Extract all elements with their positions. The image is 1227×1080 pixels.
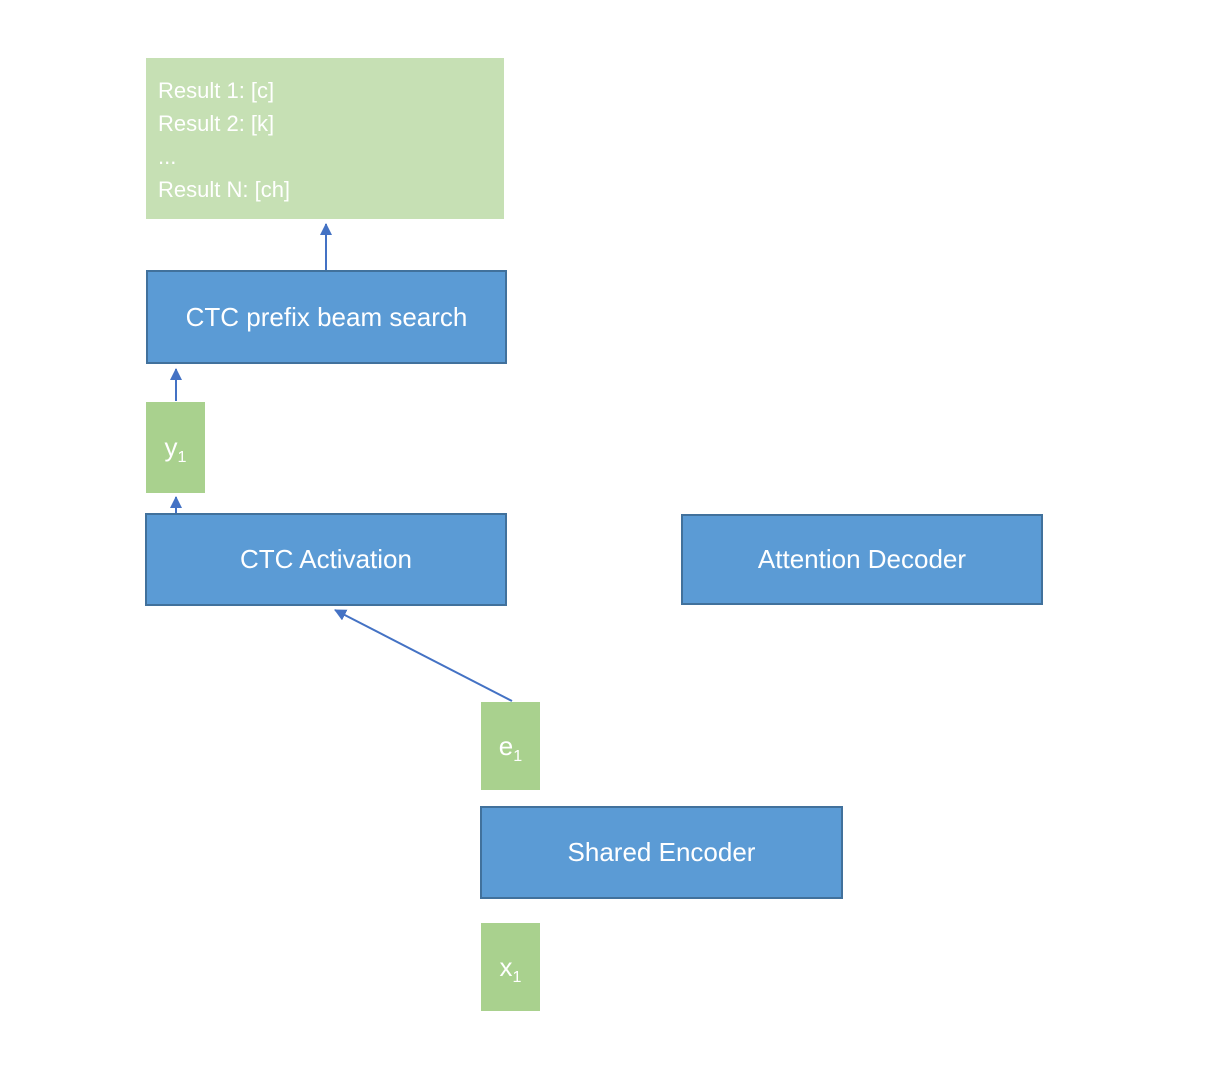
node-attention-decoder: Attention Decoder [681, 514, 1043, 605]
node-label: CTC prefix beam search [185, 301, 468, 332]
result-line-1: Result 1: [c] [158, 78, 275, 103]
node-label: CTC Activation [240, 544, 412, 574]
result-line-n: Result N: [ch] [158, 177, 291, 202]
node-shared-encoder: Shared Encoder [480, 806, 843, 899]
node-x1: x1 [481, 923, 540, 1011]
result-line-ellipsis: ... [158, 144, 177, 169]
results-list-box: Result 1: [c] Result 2: [k] ... Result N… [146, 58, 504, 219]
node-ctc-prefix-beam-search: CTC prefix beam search [146, 270, 507, 364]
node-label: Attention Decoder [757, 544, 967, 574]
node-y1: y1 [146, 402, 205, 493]
node-label: x1 [499, 951, 522, 986]
node-label: y1 [164, 432, 187, 467]
node-e1: e1 [481, 702, 540, 790]
node-label: e1 [498, 730, 523, 765]
node-ctc-activation: CTC Activation [145, 513, 507, 606]
node-label: Shared Encoder [567, 837, 756, 867]
arrow-e1-to-ctc-activation [334, 609, 513, 702]
result-line-2: Result 2: [k] [158, 111, 275, 136]
